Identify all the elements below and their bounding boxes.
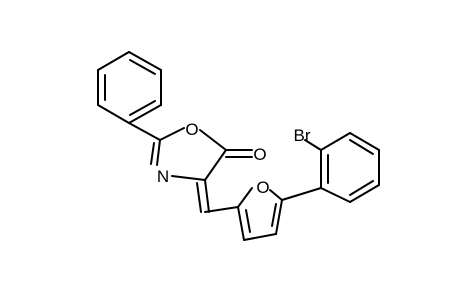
bond [128, 51, 162, 71]
bond [204, 149, 227, 181]
bond [269, 189, 283, 201]
double-bond-inner [150, 142, 155, 165]
bond [349, 184, 380, 203]
bond [320, 187, 351, 203]
bond [171, 175, 206, 181]
aromatic-inner-bond [349, 180, 374, 196]
bond [349, 132, 380, 151]
bromine-label: Br [294, 126, 311, 145]
double-bond-inner [271, 203, 277, 227]
exocyclic-double-bond [204, 179, 210, 213]
bond [237, 187, 253, 208]
aromatic-inner-bond [129, 59, 156, 75]
ring-oxygen-label: O [185, 120, 198, 139]
bond [128, 122, 161, 141]
nitrogen-label: N [157, 167, 169, 186]
bromophenyl-ring [320, 132, 380, 203]
oxazolone-ring [150, 127, 253, 181]
aromatic-inner-bond [129, 100, 156, 116]
carbonyl-oxygen-label: O [253, 145, 266, 164]
bond [237, 206, 245, 241]
bond [281, 187, 322, 201]
aromatic-inner-bond [349, 139, 374, 155]
bond [199, 129, 227, 151]
phenyl-ring [97, 51, 162, 124]
bond [275, 199, 283, 235]
furan-ring [237, 187, 283, 241]
bond [156, 139, 161, 166]
bond [320, 132, 351, 151]
bond [243, 233, 277, 241]
bond [159, 127, 185, 141]
bond [97, 51, 130, 71]
exocyclic-double-bond [196, 182, 202, 213]
bond [204, 206, 239, 213]
bond [304, 139, 322, 151]
bond [128, 104, 162, 124]
bond [97, 104, 130, 124]
furan-oxygen-label: O [256, 178, 269, 197]
double-bond-inner [245, 209, 251, 233]
